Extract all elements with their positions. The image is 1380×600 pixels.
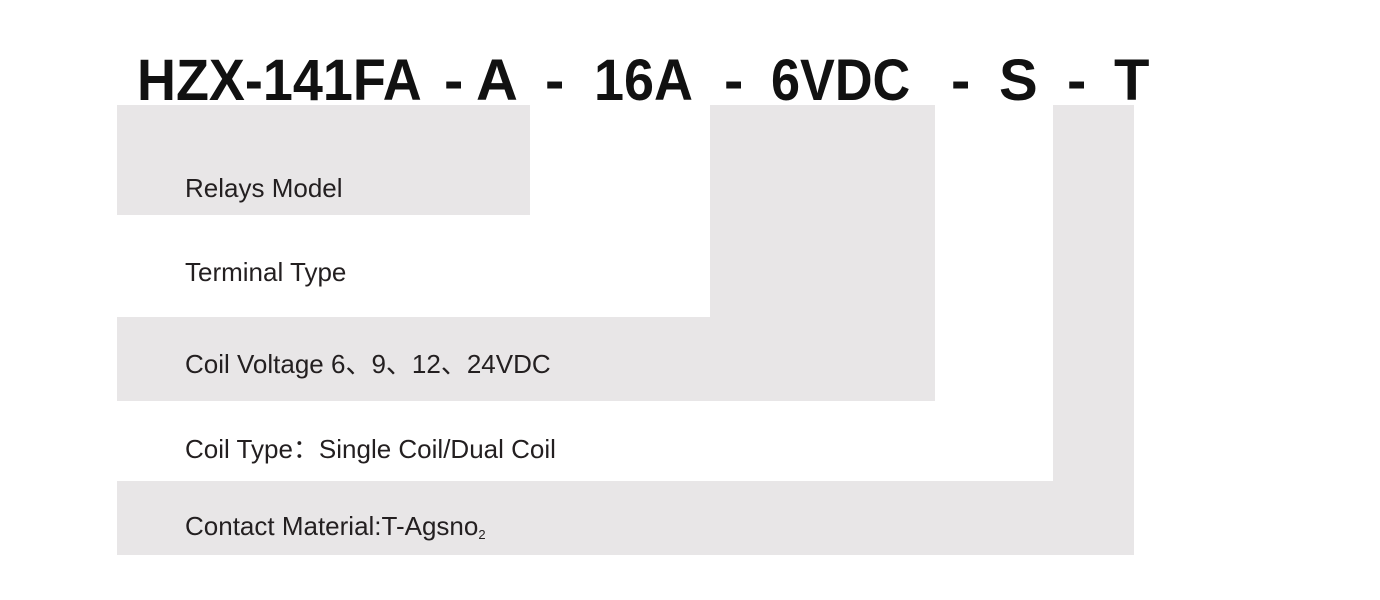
coil-type-label: Coil Type：Single Coil/Dual Coil (185, 434, 556, 464)
coil-voltage-label: Coil Voltage 6、9、12、24VDC (185, 349, 551, 379)
contact-material-subscript: 2 (478, 527, 486, 542)
code-segment-terminal: A (476, 48, 518, 113)
code-separator: - (444, 48, 464, 113)
terminal-type-label: Terminal Type (185, 257, 347, 287)
code-segment-voltage: 6VDC (771, 48, 911, 113)
code-segment-contact: T (1114, 48, 1150, 113)
code-segment-current: 16A (594, 48, 693, 113)
contact-material-label: Contact Material:T-Agsno2 (185, 511, 486, 550)
relays-model-box (117, 105, 530, 215)
code-separator: - (545, 48, 565, 113)
code-separator: - (951, 48, 971, 113)
relays-model-label: Relays Model (185, 173, 343, 203)
code-separator: - (1067, 48, 1087, 113)
contact-material-row-box (117, 481, 1134, 555)
contact-material-column-box (1053, 105, 1134, 555)
code-segment-model: HZX-141FA (137, 48, 422, 113)
contact-material-text: Contact Material:T-Agsno (185, 511, 479, 541)
code-separator: - (724, 48, 744, 113)
coil-voltage-row-box (117, 317, 935, 401)
code-segment-coil-type: S (999, 48, 1038, 113)
